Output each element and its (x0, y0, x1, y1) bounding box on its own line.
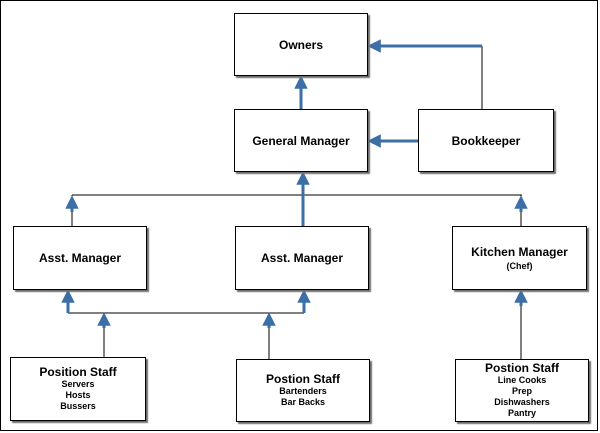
owners-box: Owners (234, 13, 368, 76)
kitchen-manager-title: Kitchen Manager (471, 244, 568, 259)
staff-item: Bartenders (279, 386, 327, 396)
position-staff-front-box: Position Staff Servers Hosts Bussers (10, 357, 146, 421)
kitchen-manager-box: Kitchen Manager (Chef) (452, 226, 587, 290)
staff-item: Line Cooks (497, 375, 547, 385)
asst-manager-box-2: Asst. Manager (235, 226, 369, 290)
bookkeeper-title: Bookkeeper (451, 133, 521, 148)
bookkeeper-box: Bookkeeper (418, 109, 554, 172)
staff-item: Dishwashers (494, 397, 550, 407)
position-staff-kitchen-box: Postion Staff Line Cooks Prep Dishwasher… (455, 359, 589, 422)
staff-item: Prep (511, 386, 532, 396)
staff-item: Servers (61, 379, 95, 389)
general-manager-title: General Manager (252, 133, 350, 148)
owners-title: Owners (278, 37, 323, 52)
staff-item: Pantry (507, 408, 536, 418)
general-manager-box: General Manager (234, 109, 368, 172)
position-staff-front-title: Position Staff (39, 365, 117, 379)
asst-manager-title-2: Asst. Manager (260, 251, 344, 265)
asst-manager-title-1: Asst. Manager (38, 251, 122, 265)
staff-item: Bussers (60, 401, 96, 411)
staff-item: Bar Backs (280, 397, 326, 407)
staff-item: Hosts (65, 390, 91, 400)
position-staff-bar-title: Postion Staff (266, 372, 340, 386)
asst-manager-box-1: Asst. Manager (13, 226, 147, 290)
position-staff-bar-box: Postion Staff Bartenders Bar Backs (236, 359, 370, 422)
kitchen-manager-subtitle: (Chef) (506, 260, 533, 271)
position-staff-kitchen-title: Postion Staff (485, 361, 559, 375)
